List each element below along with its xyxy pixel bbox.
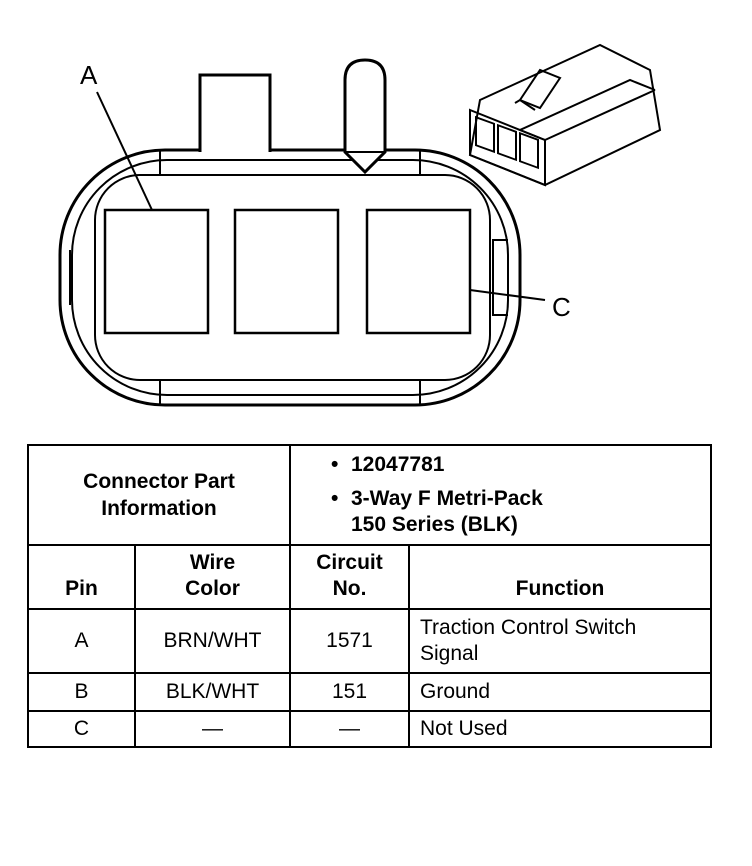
function-cell: Traction Control Switch Signal [408,608,712,674]
callout-label-a: A [80,60,98,90]
cavity-c [365,208,472,335]
key-tab [343,58,387,175]
connector-isometric-icon [468,43,662,187]
connector-outer-body [58,148,522,407]
header-pin: Pin [27,544,136,610]
table-row: A BRN/WHT 1571 Traction Control Switch S… [27,608,712,674]
connector-info-title: Connector Part Information [27,444,291,546]
table-row: C — — Not Used [27,710,712,748]
pin-cell: C [27,710,136,748]
connector-pinout-table: Connector Part Information •12047781 •3-… [27,444,712,748]
connector-info-row: Connector Part Information •12047781 •3-… [27,444,712,546]
top-latch [198,73,272,152]
part-number-item: •12047781 [331,453,445,476]
connector-info-details: •12047781 •3-Way F Metri-Pack 150 Series… [289,444,712,546]
header-circuit-no: Circuit No. [289,544,410,610]
circuit-cell: 151 [289,672,410,712]
header-wire-color: Wire Color [134,544,291,610]
leader-line-a [96,91,153,211]
pin-cell: B [27,672,136,712]
wire-color-cell: — [134,710,291,748]
part-number: 12047781 [351,453,445,476]
connector-inner-frame [94,174,491,381]
connector-type-item: •3-Way F Metri-Pack [331,487,543,510]
cavity-b [233,208,340,335]
connector-diagram [58,43,662,407]
leader-line-c [469,289,546,301]
left-tab [59,250,71,305]
function-cell: Ground [408,672,712,712]
connector-series: 150 Series (BLK) [351,513,518,536]
cavity-a [103,208,210,335]
function-cell: Not Used [408,710,712,748]
wire-color-cell: BRN/WHT [134,608,291,674]
connector-inner-body [71,159,509,396]
callout-label-c: C [552,292,571,322]
wire-color-cell: BLK/WHT [134,672,291,712]
connector-type: 3-Way F Metri-Pack [351,487,543,510]
table-row: B BLK/WHT 151 Ground [27,672,712,712]
column-header-row: Pin Wire Color Circuit No. Function [27,544,712,610]
pin-cell: A [27,608,136,674]
circuit-cell: 1571 [289,608,410,674]
header-function: Function [408,544,712,610]
circuit-cell: — [289,710,410,748]
